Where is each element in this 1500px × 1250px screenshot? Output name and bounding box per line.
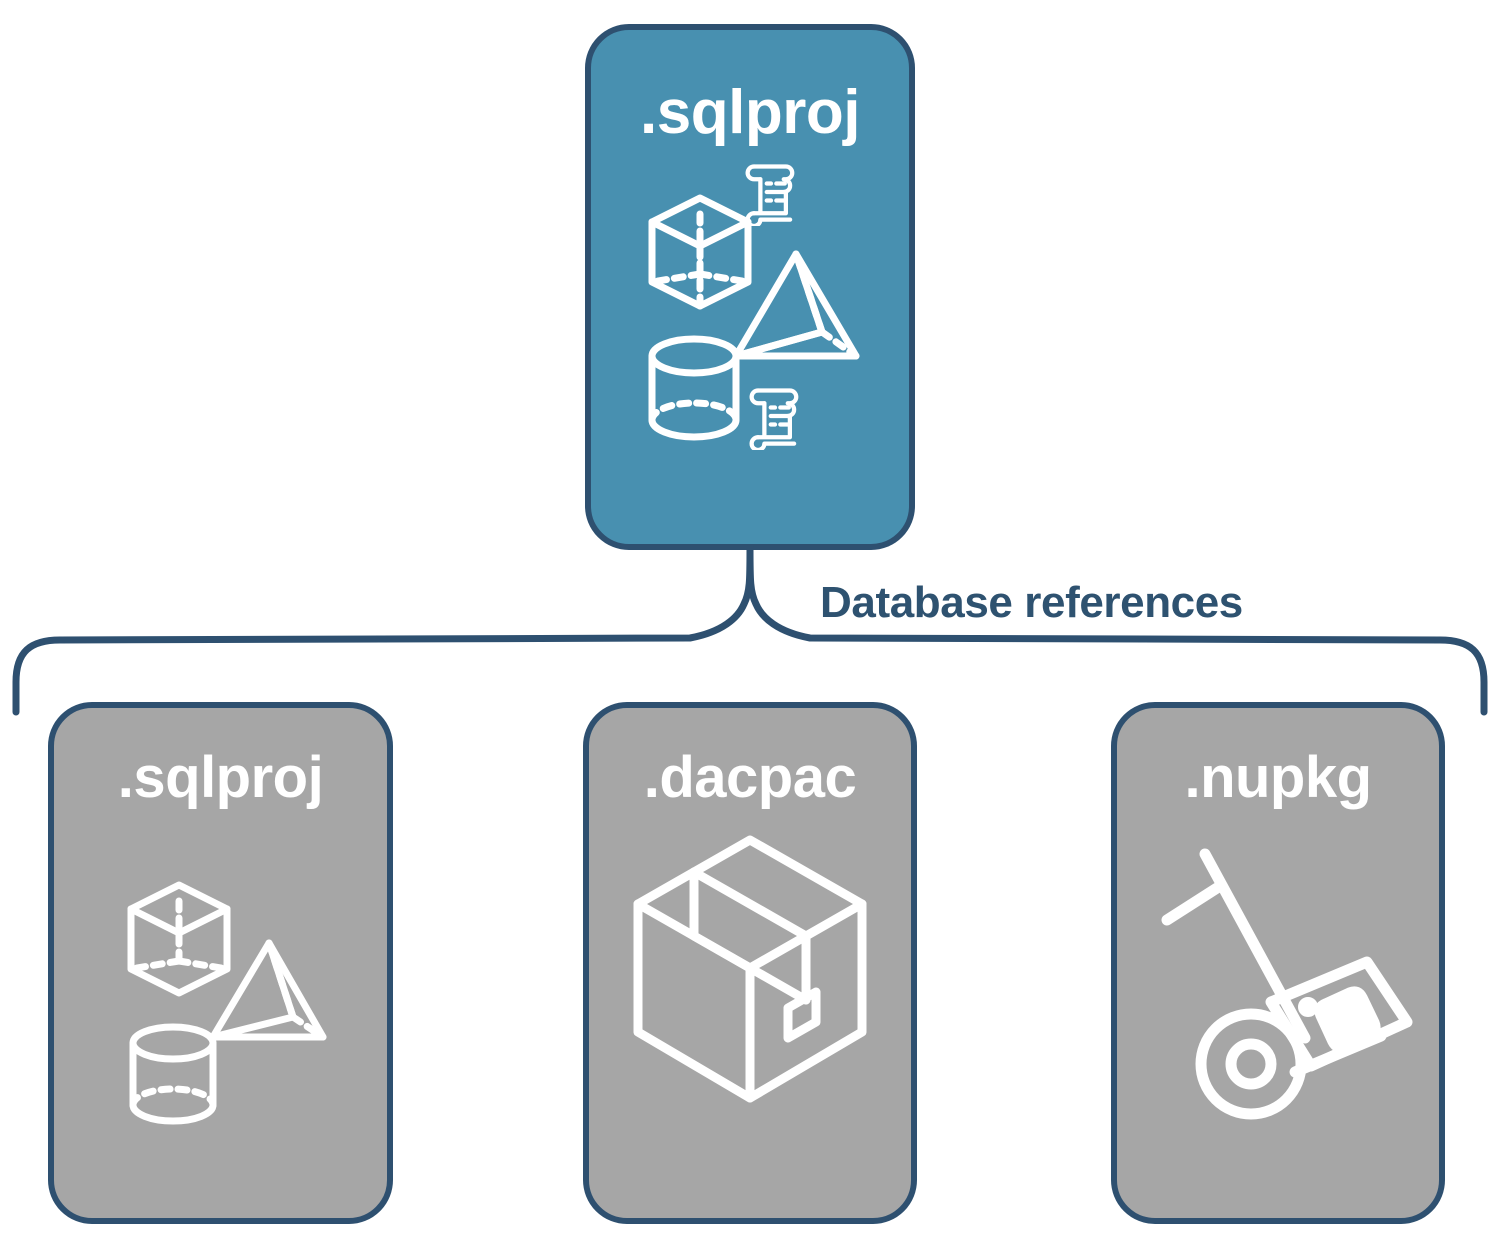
card-title-reference-sqlproj: .sqlproj [117,745,324,810]
card-art-reference-dacpac [589,826,911,1216]
cylinder-icon [129,1023,216,1125]
hand-truck-icon [1161,848,1413,1120]
card-reference-dacpac[interactable]: .dacpac [583,702,917,1224]
cube-icon [127,881,230,997]
scroll-icon [745,164,795,226]
pyramid-icon [732,250,860,360]
pyramid-icon [209,939,326,1041]
brace-left-end [12,636,64,716]
card-art-root [591,164,909,460]
card-art-reference-sqlproj [54,863,387,1193]
card-root-sqlproj[interactable]: .sqlproj [585,24,915,550]
card-reference-nupkg[interactable]: .nupkg [1111,702,1445,1224]
card-title-root: .sqlproj [640,78,860,147]
root-shapes-group [648,194,860,441]
sqlproj-shapes-group [127,881,326,1125]
cylinder-icon [648,335,740,441]
nuget-package-icon [1265,956,1413,1072]
card-title-reference-dacpac: .dacpac [643,745,857,810]
brace-right-end [1436,636,1488,716]
brace-label: Database references [812,578,1251,632]
database-references-brace [12,544,1488,716]
cube-icon [648,194,752,310]
brace-left-arm [56,544,754,644]
package-box-icon [633,835,867,1103]
card-art-reference-nupkg [1117,826,1439,1216]
card-title-reference-nupkg: .nupkg [1184,745,1372,810]
card-reference-sqlproj[interactable]: .sqlproj [48,702,393,1224]
scroll-icon [749,388,799,450]
